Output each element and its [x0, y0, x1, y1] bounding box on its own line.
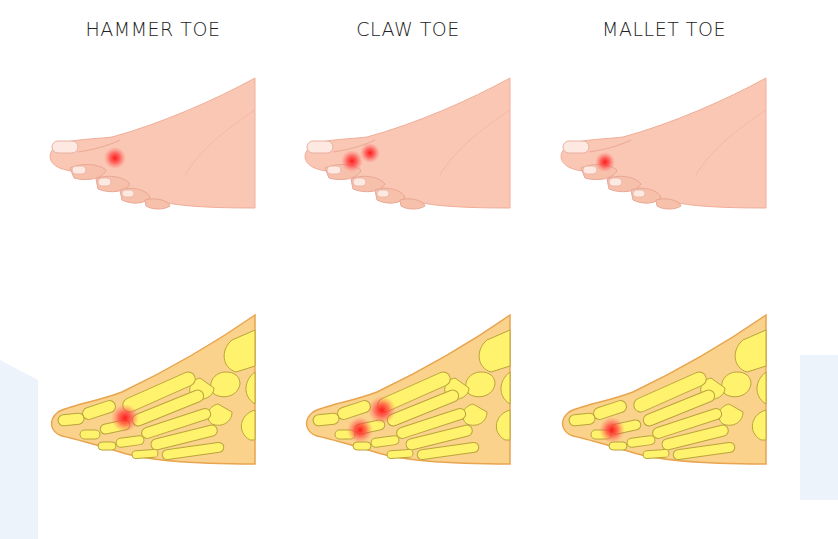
column-title: MALLET TOE: [602, 18, 726, 40]
column-title: CLAW TOE: [356, 18, 460, 40]
column-title: HAMMER TOE: [86, 18, 221, 40]
